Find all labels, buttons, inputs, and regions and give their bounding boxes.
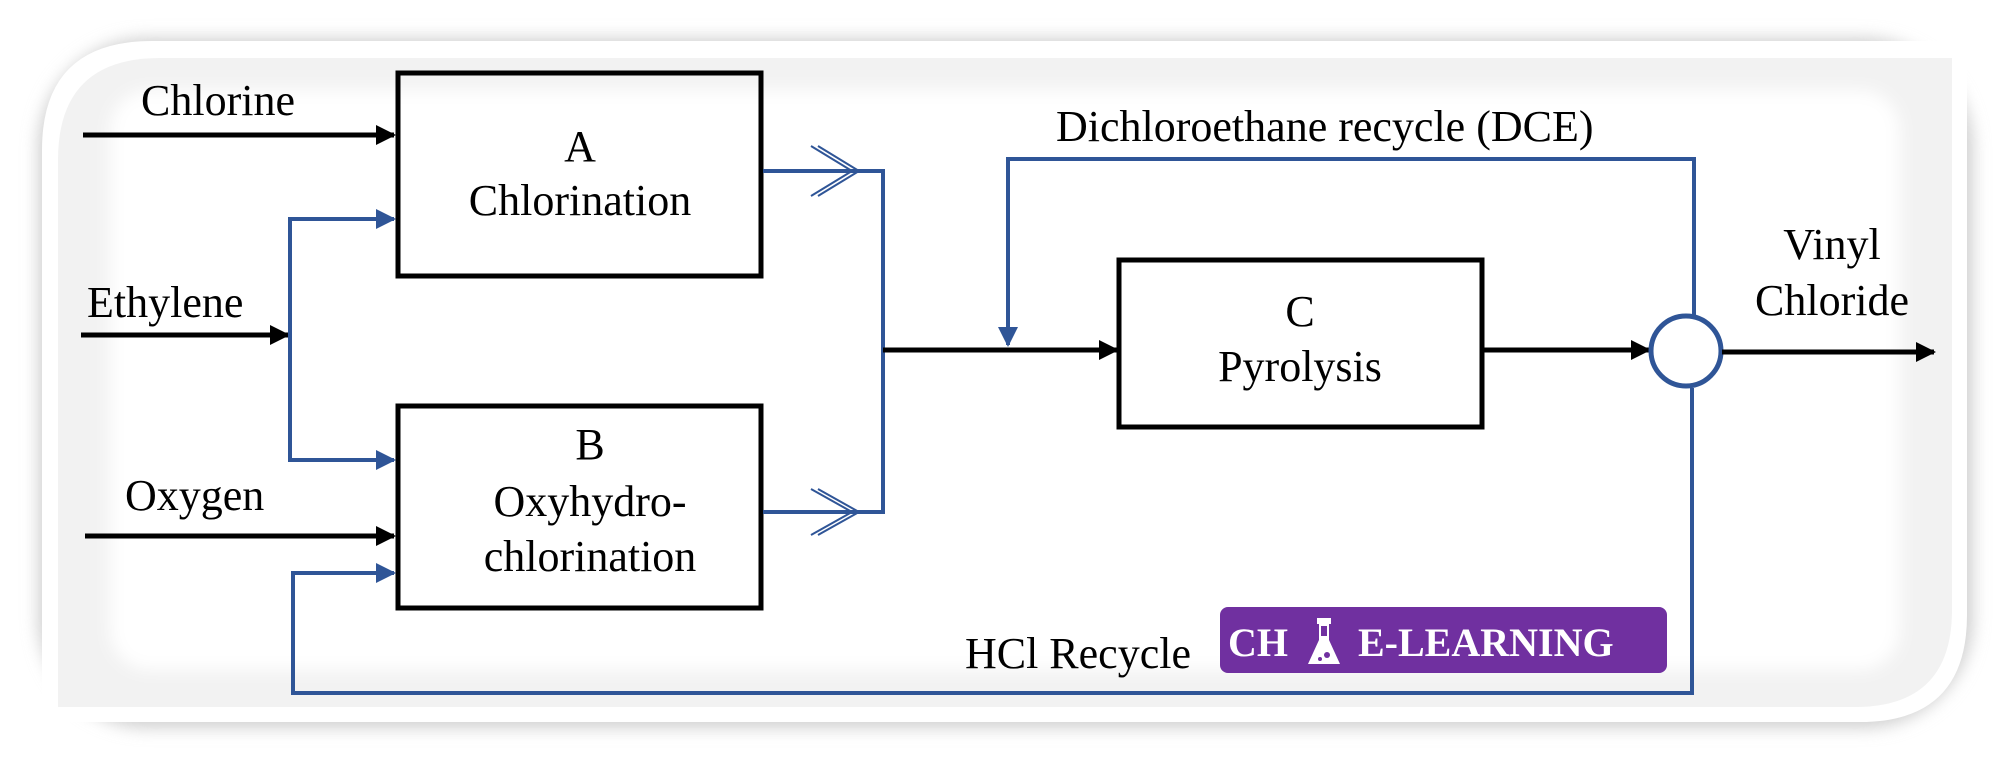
unit-b-box [395, 403, 764, 611]
frame-inner-glow [110, 90, 1900, 670]
dce-merge-line [763, 169, 885, 514]
unit-c-letter: C [1285, 287, 1314, 336]
product-label-line2: Chloride [1755, 276, 1909, 325]
unit-a-letter: A [564, 122, 596, 171]
logo-text-left: CH [1228, 620, 1288, 665]
unit-b-name-line2: chlorination [484, 532, 697, 581]
chlorine-label: Chlorine [141, 76, 295, 125]
unit-c-name: Pyrolysis [1218, 342, 1382, 391]
hcl-recycle-label: HCl Recycle [965, 629, 1191, 678]
ch-elearning-logo: CH E-LEARNING [1220, 607, 1667, 673]
hcl-recycle-line [291, 388, 1694, 695]
logo-text-right: E-LEARNING [1358, 620, 1614, 665]
unit-a-name: Chlorination [469, 176, 691, 225]
product-label-line1: Vinyl [1783, 220, 1881, 269]
b-output-chevron-icon [810, 488, 862, 536]
flask-icon [1308, 618, 1340, 664]
unit-b-name-line1: Oxyhydro- [493, 477, 686, 526]
unit-b-letter: B [575, 420, 604, 469]
unit-c-box [1116, 257, 1485, 430]
oxygen-label: Oxygen [125, 471, 264, 520]
ethylene-split-line [288, 217, 394, 462]
a-output-chevron-icon [810, 145, 861, 197]
separator-circle [1648, 313, 1724, 389]
dce-recycle-label: Dichloroethane recycle (DCE) [1056, 102, 1594, 151]
unit-a-box [395, 70, 764, 279]
dce-recycle-line [998, 157, 1696, 347]
ethylene-label: Ethylene [87, 278, 243, 327]
